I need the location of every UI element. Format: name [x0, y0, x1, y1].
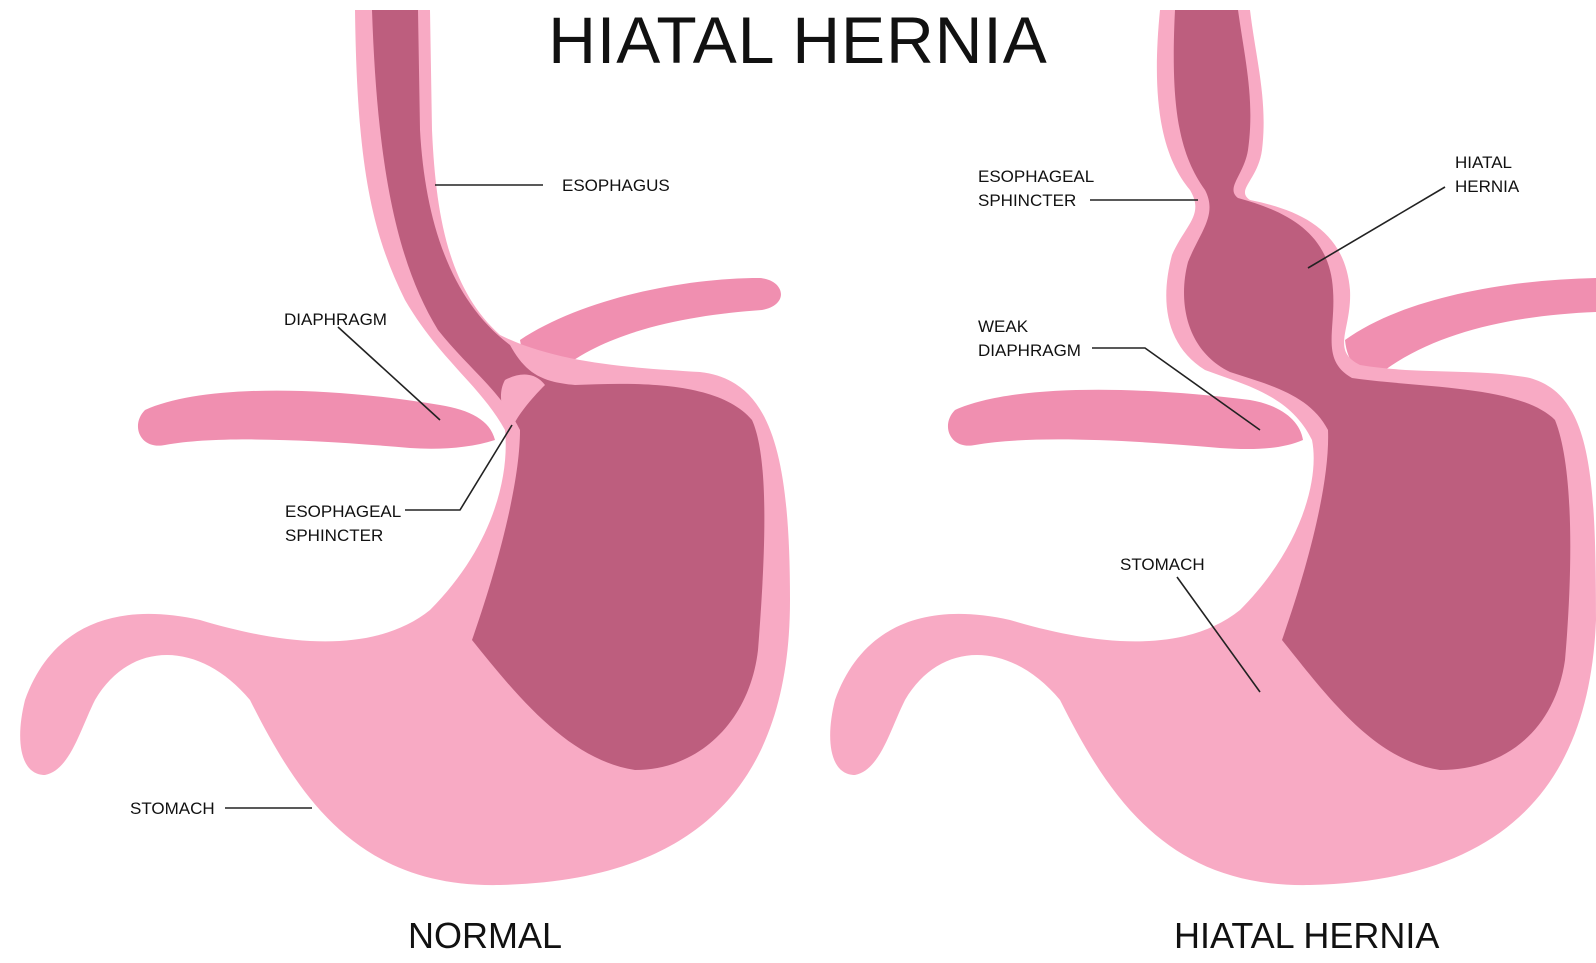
caption-hernia: HIATAL HERNIA: [1174, 915, 1439, 957]
label-hernia-stomach: STOMACH: [1120, 553, 1205, 577]
hernia-diaphragm-right: [1345, 278, 1596, 374]
hernia-anatomy: [830, 10, 1596, 885]
caption-normal: NORMAL: [408, 915, 562, 957]
label-hernia-sphincter: ESOPHAGEAL SPHINCTER: [978, 165, 1094, 213]
normal-anatomy: [20, 10, 790, 885]
label-normal-stomach: STOMACH: [130, 797, 215, 821]
label-diaphragm: DIAPHRAGM: [284, 308, 387, 332]
label-esophagus: ESOPHAGUS: [562, 174, 670, 198]
label-hiatal-hernia: HIATAL HERNIA: [1455, 151, 1519, 199]
leader-hiatal-hernia: [1308, 187, 1445, 268]
normal-diaphragm-left: [138, 391, 495, 449]
hernia-diaphragm-left: [948, 390, 1303, 449]
page-title: HIATAL HERNIA: [0, 0, 1596, 80]
label-weak-diaphragm: WEAK DIAPHRAGM: [978, 315, 1081, 363]
label-normal-sphincter: ESOPHAGEAL SPHINCTER: [285, 500, 401, 548]
